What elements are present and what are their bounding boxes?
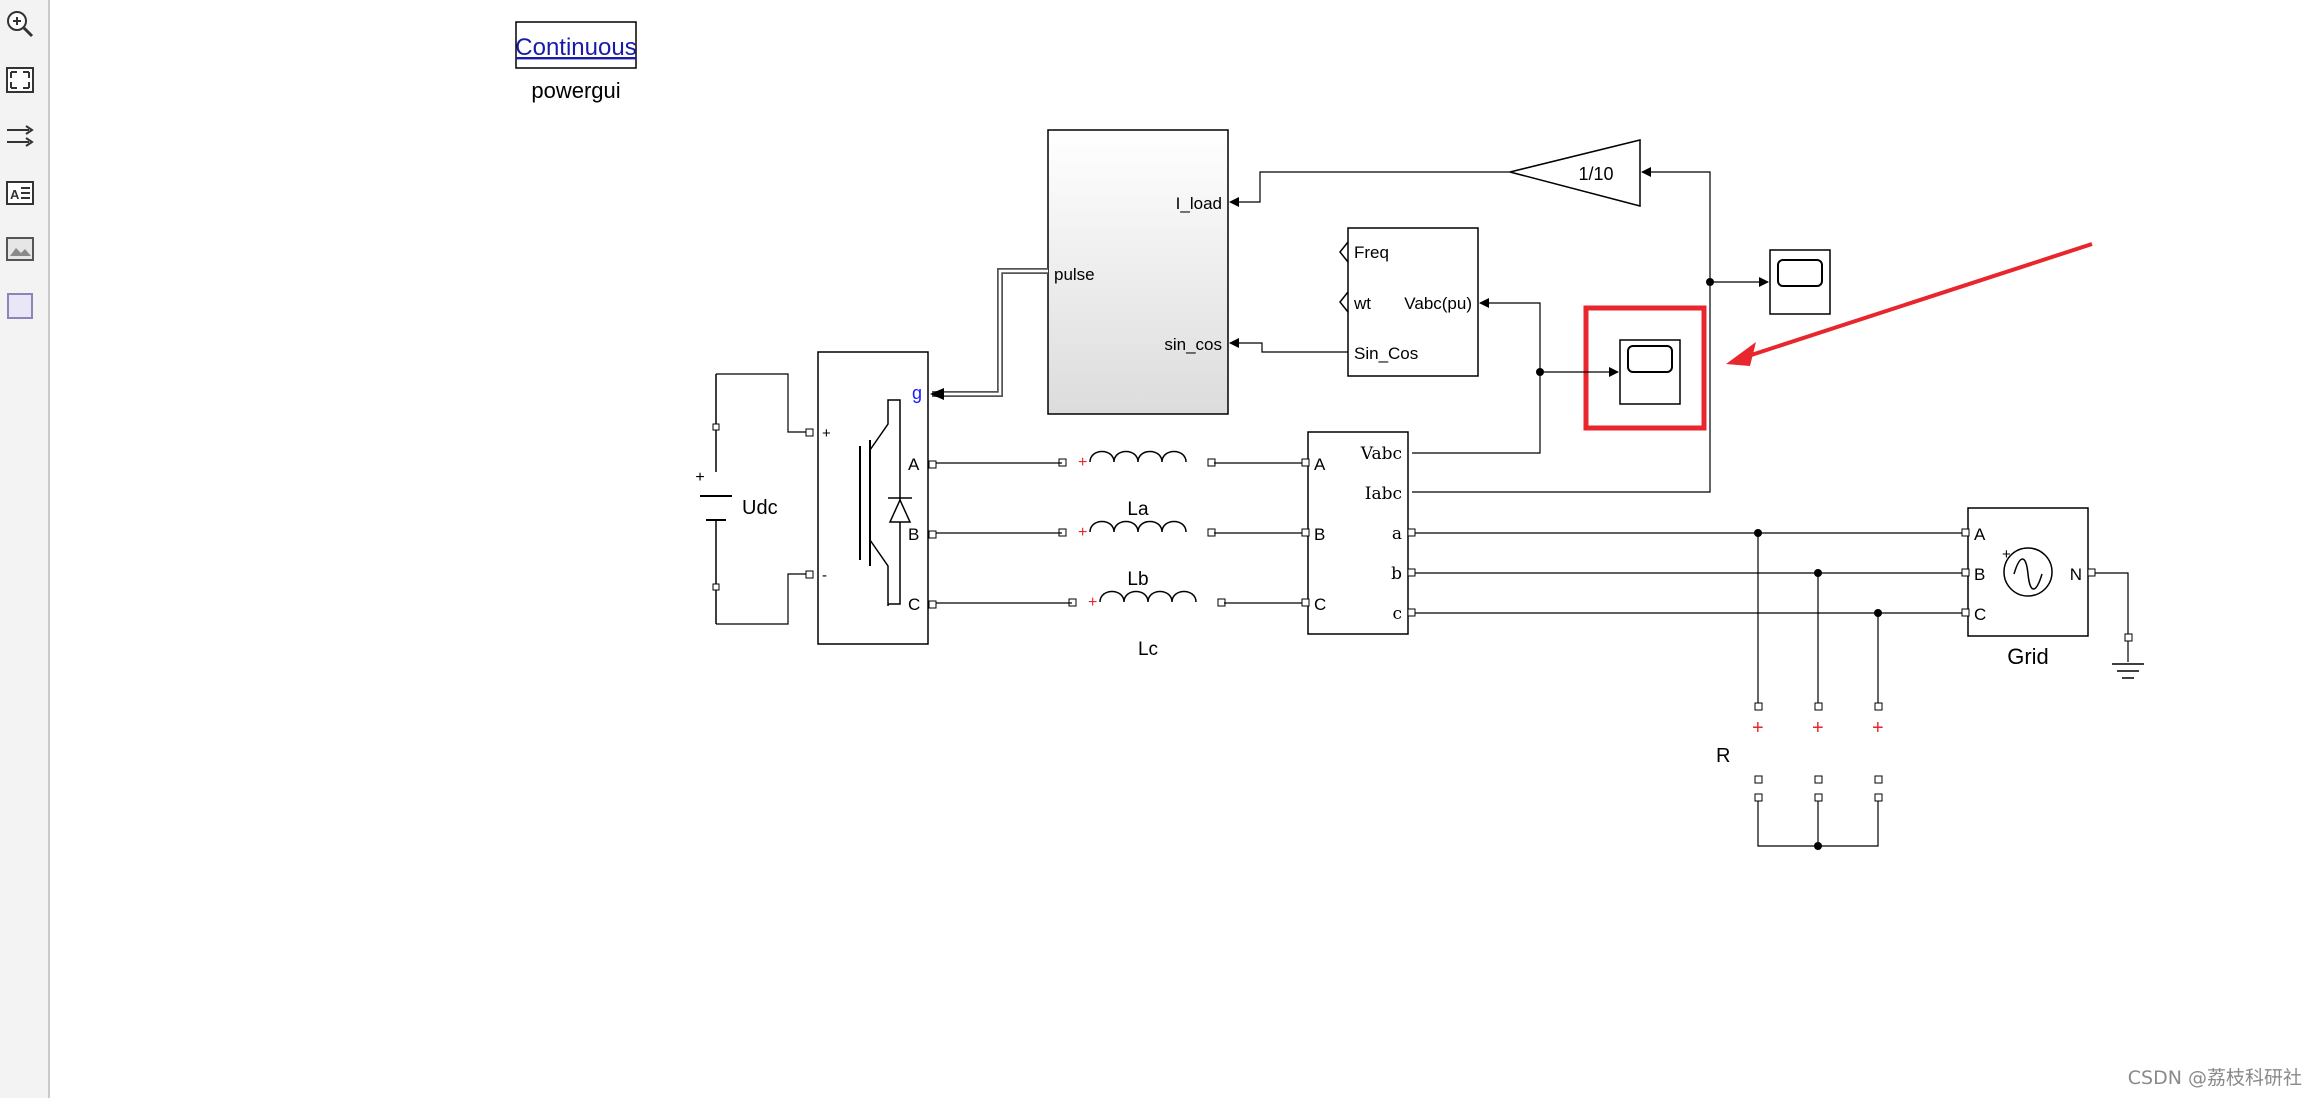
pll-port-sin-cos: Sin_Cos [1354, 344, 1418, 363]
controller-subsystem[interactable]: pulse I_load sin_cos [1047, 129, 1229, 415]
inverter-port-c: C [908, 595, 920, 614]
gain-block[interactable]: 1/10 [1509, 139, 1641, 207]
inductor-a[interactable]: + [1058, 450, 1216, 472]
inductor-c[interactable]: + Lb Lc [1068, 569, 1226, 660]
gain-label: 1/10 [1578, 164, 1613, 184]
watermark-text: CSDN @荔枝科研社 [2127, 1067, 2302, 1089]
wire-to-gain [1641, 167, 1711, 282]
inverter-port-a: A [908, 455, 920, 474]
svg-text:+: + [1752, 717, 1764, 739]
grid-plus-sign: + [2002, 546, 2011, 563]
inductor-b[interactable]: + La [1058, 499, 1216, 541]
grid-port-n: N [2070, 565, 2082, 584]
grid-source-block[interactable]: + A B C N Grid [1961, 507, 2096, 669]
pll-port-vabc: Vabc(pu) [1404, 294, 1472, 313]
wire-iabc [1412, 282, 1711, 493]
vi-port-b-out: b [1391, 564, 1402, 584]
inverter-bridge-block[interactable]: g + - A B C [805, 351, 937, 645]
wire-vabc [1412, 372, 1541, 454]
grid-port-b: B [1974, 565, 1985, 584]
pulse-bus-line [932, 268, 1048, 397]
area-icon[interactable] [2, 286, 38, 322]
svg-text:+: + [1088, 594, 1097, 611]
controller-port-sin-cos: sin_cos [1164, 335, 1222, 354]
powergui-mode: Continuous [515, 34, 636, 61]
fit-to-view-icon[interactable] [2, 62, 38, 98]
svg-text:+: + [1078, 454, 1087, 471]
controller-port-i-load: I_load [1176, 194, 1222, 213]
inductor-label-la: La [1127, 499, 1149, 520]
inductor-label-lb: Lb [1127, 569, 1148, 590]
scope-current[interactable] [1769, 249, 1831, 315]
dc-source-block[interactable]: + Udc [695, 374, 778, 624]
vi-port-a-in: A [1314, 455, 1326, 474]
annotation-icon[interactable]: A [2, 174, 38, 210]
wire-dc-plus [716, 373, 810, 433]
svg-text:A: A [10, 187, 20, 202]
vi-measurement-block[interactable]: A B C Vabc Iabc a b c [1301, 431, 1416, 635]
dc-source-label: Udc [742, 497, 778, 519]
vi-port-c-out: c [1392, 604, 1402, 624]
svg-text:+: + [1872, 717, 1884, 739]
vi-port-b-in: B [1314, 525, 1325, 544]
grid-label: Grid [2007, 644, 2049, 669]
wire-to-pll [1479, 298, 1541, 372]
annotation-arrow [1741, 242, 2093, 360]
load-label: R [1716, 745, 1730, 767]
pll-port-wt: wt [1353, 294, 1371, 313]
controller-port-pulse: pulse [1054, 265, 1095, 284]
pll-port-freq: Freq [1354, 243, 1389, 262]
zoom-in-icon[interactable] [2, 6, 38, 42]
grid-port-c: C [1974, 605, 1986, 624]
vi-port-iabc: Iabc [1365, 484, 1402, 504]
svg-text:+: + [1812, 717, 1824, 739]
inductor-label-lc: Lc [1138, 639, 1158, 660]
vi-port-vabc: Vabc [1360, 444, 1402, 464]
ground-block[interactable] [2095, 572, 2144, 679]
powergui-label: powergui [531, 78, 620, 103]
route-lines-icon[interactable] [2, 118, 38, 154]
vi-port-a-out: a [1392, 524, 1402, 544]
palette-toolbar: A [0, 0, 50, 1098]
dc-plus-sign: + [695, 469, 704, 486]
inverter-minus-label: - [822, 567, 827, 584]
wire-sincos [1229, 338, 1348, 353]
svg-text:+: + [1078, 524, 1087, 541]
image-icon[interactable] [2, 230, 38, 266]
vi-port-c-in: C [1314, 595, 1326, 614]
gate-port-label: g [912, 383, 922, 403]
powergui-block[interactable]: Continuous powergui [515, 21, 637, 103]
scope-voltage-highlighted[interactable] [1583, 305, 1707, 431]
wire-gain-to-i-load [1229, 171, 1510, 207]
highlight-box [1583, 305, 1707, 431]
pll-block[interactable]: Freq wt Vabc(pu) Sin_Cos [1339, 227, 1479, 377]
resistive-load-block[interactable]: + + + R [1716, 533, 1884, 850]
inverter-port-b: B [908, 525, 919, 544]
wire-dc-minus [716, 573, 810, 625]
grid-port-a: A [1974, 525, 1986, 544]
inverter-plus-label: + [822, 425, 831, 442]
